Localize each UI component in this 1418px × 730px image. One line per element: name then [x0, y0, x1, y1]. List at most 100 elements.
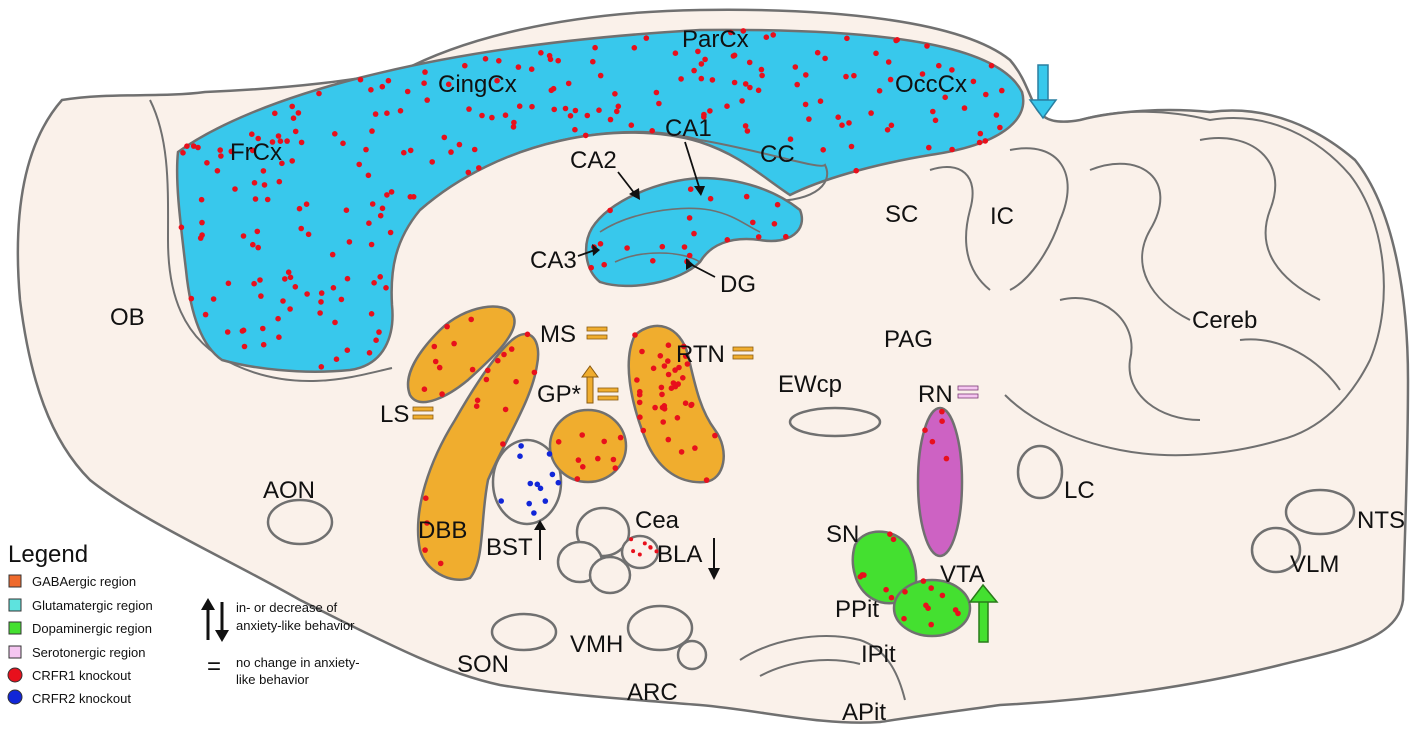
- crfr1-dot: [624, 245, 630, 251]
- crfr1-dot: [659, 391, 665, 398]
- crfr1-dot: [665, 358, 671, 364]
- label-parcx: ParCx: [682, 26, 749, 53]
- crfr1-dot: [952, 607, 959, 613]
- crfr1-dot: [687, 186, 694, 192]
- label-son: SON: [457, 651, 509, 678]
- crfr1-dot: [329, 251, 336, 258]
- legend-arrow-line1: in- or decrease of: [236, 600, 338, 615]
- crfr1-dot: [422, 69, 428, 75]
- crfr1-dot: [574, 476, 581, 482]
- crfr1-dot: [759, 72, 765, 79]
- crfr1-dot: [290, 115, 297, 121]
- crfr1-dot: [601, 438, 607, 445]
- crfr1-dot: [787, 136, 794, 142]
- crfr1-dot: [579, 432, 585, 438]
- crfr1-dot: [636, 391, 643, 398]
- crfr1-dot: [373, 337, 379, 344]
- crfr2-dot: [549, 471, 556, 478]
- crfr1-dot: [949, 146, 955, 153]
- crfr1-dot: [489, 114, 495, 121]
- crfr1-dot: [318, 364, 325, 370]
- cereb-fold-1: [1089, 162, 1191, 321]
- ic-fold: [1009, 147, 1069, 291]
- crfr1-dot: [239, 328, 246, 334]
- crfr1-dot: [887, 76, 894, 83]
- crfr1-dot: [817, 98, 824, 104]
- crfr2-dot: [555, 479, 562, 486]
- crfr1-dot: [500, 441, 506, 447]
- crfr1-dot: [939, 418, 945, 425]
- bla-nucleus: [620, 534, 660, 570]
- label-rn: RN: [918, 381, 953, 408]
- label-nts: NTS: [1357, 507, 1405, 534]
- crfr1-dot: [682, 353, 689, 359]
- legend-swatch-gaba: [8, 574, 22, 588]
- ca1-pointer: [684, 141, 705, 196]
- legend-equal-line2: like behavior: [236, 672, 310, 687]
- crfr1-dot: [743, 193, 750, 200]
- crfr1-dot: [387, 229, 394, 236]
- crfr1-dot: [925, 605, 931, 611]
- crfr1-dot: [750, 219, 756, 226]
- crfr1-dot: [883, 586, 889, 593]
- crfr1-dot: [249, 131, 255, 137]
- crfr1-dot: [572, 126, 578, 133]
- crfr1-dot: [691, 67, 697, 74]
- crfr1-dot: [890, 536, 897, 543]
- legend-label-gaba: GABAergic region: [32, 574, 136, 589]
- crfr1-dot: [628, 122, 635, 128]
- crfr1-dot: [421, 80, 427, 86]
- dg-line: [614, 252, 701, 263]
- crfr1-dot: [555, 439, 562, 445]
- crfr1-dot: [643, 35, 650, 41]
- crfr1-dot: [783, 233, 789, 240]
- crfr1-dot: [515, 64, 522, 70]
- crfr1-dot: [610, 456, 617, 463]
- crfr1-dot: [524, 331, 531, 338]
- label-vta: VTA: [940, 561, 985, 588]
- aon-nucleus: [266, 498, 334, 546]
- crfr1-dot: [657, 353, 664, 359]
- crfr1-dot: [356, 161, 363, 168]
- pit-fold-1: [739, 635, 906, 701]
- crfr1-dot: [846, 120, 852, 126]
- crfr1-dot: [932, 117, 939, 124]
- crfr1-dot: [240, 233, 247, 239]
- crfr1-dot: [902, 589, 908, 595]
- crfr1-dot: [740, 28, 747, 34]
- crfr1-dot: [366, 350, 373, 356]
- crfr1-dot: [572, 107, 579, 114]
- ms-equal-marker: [586, 326, 608, 340]
- crfr1-dot: [707, 195, 714, 202]
- cereb-fold-4: [1239, 338, 1341, 391]
- crfr1-dot: [893, 37, 899, 44]
- crfr1-dot: [744, 128, 751, 134]
- crfr1-dot: [343, 207, 350, 213]
- crfr1-dot: [637, 414, 643, 421]
- crfr1-dot: [792, 64, 799, 70]
- crfr1-dot: [482, 56, 489, 62]
- ob-boundary: [149, 99, 393, 383]
- dbb-region: [416, 332, 540, 581]
- crfr1-dot: [691, 230, 697, 237]
- crfr1-dot: [648, 545, 653, 550]
- crfr1-dot: [276, 178, 283, 185]
- crfr1-dot: [607, 116, 614, 123]
- crfr1-dots-group: [178, 28, 1005, 628]
- crfr1-dot: [436, 364, 443, 371]
- crfr1-dot: [660, 419, 666, 425]
- crfr1-dot: [287, 306, 293, 312]
- crfr1-dot: [961, 105, 968, 111]
- crfr1-dot: [483, 376, 490, 383]
- crfr1-dot: [575, 457, 582, 463]
- crfr1-dot: [661, 406, 668, 412]
- label-apit: APit: [842, 699, 886, 726]
- crfr1-dot: [665, 342, 672, 349]
- crfr1-dot: [255, 135, 261, 142]
- crfr1-dot: [495, 357, 501, 364]
- label-cea: Cea: [635, 507, 680, 534]
- dg-pointer: [686, 258, 716, 278]
- crfr1-dot: [802, 101, 809, 108]
- crfr1-dot: [333, 356, 340, 363]
- crfr1-dot: [444, 323, 450, 330]
